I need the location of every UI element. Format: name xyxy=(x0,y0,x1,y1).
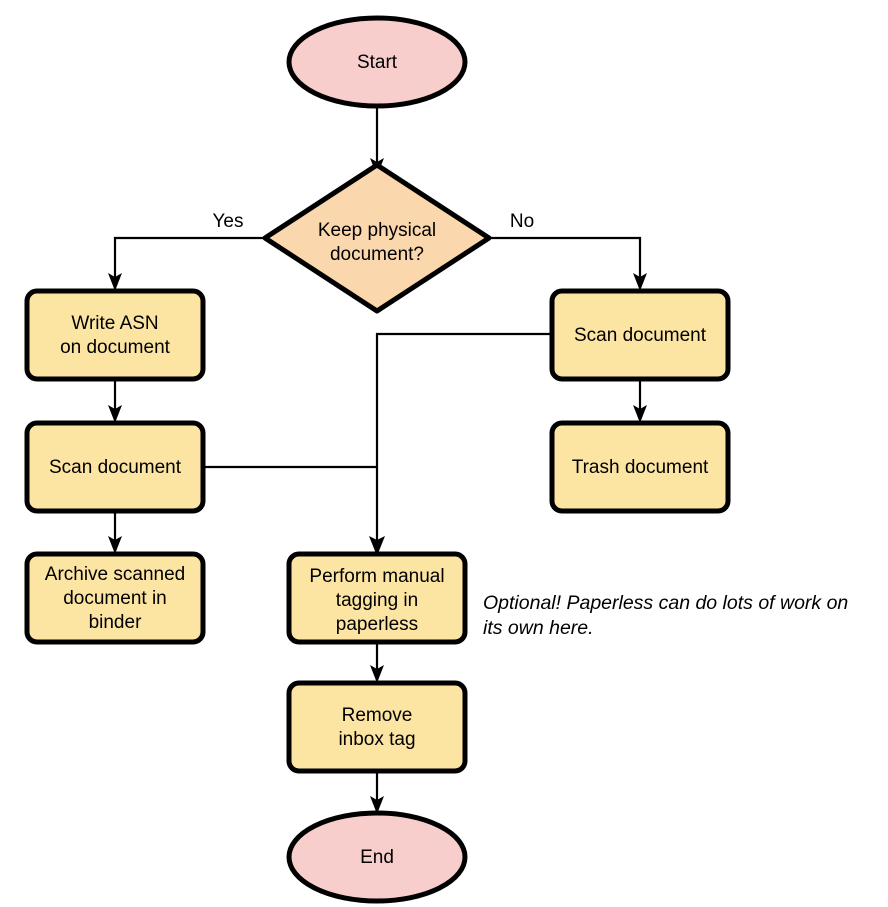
node-write-asn[interactable]: Write ASN on document xyxy=(24,288,206,382)
tagging-label-line1: Perform manual xyxy=(309,566,444,587)
scan-document-right-box[interactable] xyxy=(549,288,731,382)
archive-label-line1: Archive scanned xyxy=(45,564,185,585)
arrowhead-icon xyxy=(370,665,384,683)
trash-document-label: Trash document xyxy=(572,457,709,478)
write-asn-label-line2: on document xyxy=(60,337,171,358)
remove-inbox-label-line2: inbox tag xyxy=(338,729,415,750)
decision-label-line1: Keep physical xyxy=(318,220,436,241)
annotation-optional-note: Optional! Paperless can do lots of work … xyxy=(483,592,848,639)
node-scan-document-left[interactable]: Scan document xyxy=(24,420,206,514)
tagging-box[interactable] xyxy=(286,551,468,645)
edge-label-yes: Yes xyxy=(213,211,244,232)
write-asn-label-line1: Write ASN xyxy=(71,313,158,334)
node-remove-inbox-tag[interactable]: Remove inbox tag xyxy=(286,680,468,774)
archive-label-line2: document in xyxy=(63,588,167,609)
archive-box[interactable] xyxy=(24,551,206,645)
annotation-line1: Optional! Paperless can do lots of work … xyxy=(483,592,848,614)
node-perform-manual-tagging[interactable]: Perform manual tagging in paperless xyxy=(286,551,468,645)
decision-diamond[interactable] xyxy=(262,162,492,314)
edge-scan-right-to-tagging xyxy=(369,332,551,556)
arrowhead-icon xyxy=(633,405,647,423)
trash-document-box[interactable] xyxy=(549,420,731,514)
edge-label-no: No xyxy=(510,211,534,232)
edge-write-asn-to-scan-left xyxy=(108,378,122,423)
annotation-line2: its own here. xyxy=(483,617,594,639)
remove-inbox-label-line1: Remove xyxy=(342,705,413,726)
edge-line xyxy=(375,332,551,541)
scan-document-right-label: Scan document xyxy=(574,325,707,346)
start-ellipse[interactable] xyxy=(286,15,468,109)
arrowhead-icon xyxy=(108,536,122,554)
tagging-label-line3: paperless xyxy=(336,614,418,635)
write-asn-box[interactable] xyxy=(24,288,206,382)
edge-remove-inbox-to-end xyxy=(370,771,384,814)
node-archive-scanned-document[interactable]: Archive scanned document in binder xyxy=(24,551,206,645)
edge-scan-left-to-archive xyxy=(108,510,122,554)
end-ellipse[interactable] xyxy=(286,810,468,904)
node-start[interactable]: Start xyxy=(286,15,468,109)
edge-line xyxy=(113,236,265,278)
edge-decision-no-to-scan-right xyxy=(489,236,647,291)
start-label: Start xyxy=(357,52,398,73)
node-decision-keep-physical-document[interactable]: Keep physical document? xyxy=(262,162,492,314)
node-end[interactable]: End xyxy=(286,810,468,904)
edge-tagging-to-remove-inbox xyxy=(370,641,384,683)
node-trash-document[interactable]: Trash document xyxy=(549,420,731,514)
arrowhead-icon xyxy=(369,536,385,556)
tagging-label-line2: tagging in xyxy=(336,590,418,611)
scan-document-left-label: Scan document xyxy=(49,457,182,478)
remove-inbox-tag-box[interactable] xyxy=(286,680,468,774)
arrowhead-icon xyxy=(108,273,122,291)
edge-line xyxy=(489,236,642,278)
arrowhead-icon xyxy=(370,796,384,814)
edge-decision-yes-to-write-asn xyxy=(108,236,265,291)
arrowhead-icon xyxy=(633,273,647,291)
archive-label-line3: binder xyxy=(89,612,142,633)
scan-document-left-box[interactable] xyxy=(24,420,206,514)
end-label: End xyxy=(360,847,394,868)
edge-scan-right-to-trash xyxy=(633,378,647,423)
node-scan-document-right[interactable]: Scan document xyxy=(549,288,731,382)
arrowhead-icon xyxy=(108,405,122,423)
decision-label-line2: document? xyxy=(330,244,424,265)
